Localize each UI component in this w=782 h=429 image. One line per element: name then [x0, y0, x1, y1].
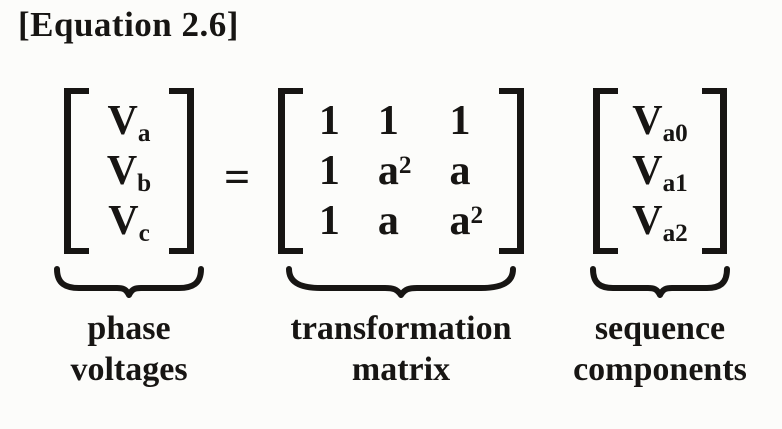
- sequence-components-label: sequence components: [573, 308, 747, 390]
- left-bracket-icon: [63, 88, 89, 254]
- entry-base: 1: [377, 98, 399, 144]
- entry-base: a: [449, 148, 471, 194]
- phase-voltages-label: phase voltages: [70, 308, 187, 390]
- entry-subscript: c: [138, 220, 150, 248]
- label-line: sequence: [594, 310, 726, 347]
- phase-vector-matrix: Va Vb Vc: [63, 88, 195, 254]
- matrix-entry: Va0: [632, 96, 688, 148]
- entry-base: a: [449, 198, 471, 244]
- sequence-components-term: Va0 Va1 Va2 sequence components: [543, 88, 777, 390]
- right-bracket-icon: [169, 88, 195, 254]
- entry-subscript: a0: [662, 120, 688, 148]
- label-line: transformation: [290, 310, 512, 347]
- entry-superscript: 2: [470, 202, 484, 230]
- underbrace-icon: [590, 266, 730, 298]
- entry-base: 1: [449, 98, 471, 144]
- matrix-entry: a2: [450, 196, 484, 246]
- matrix-entry: Va2: [632, 196, 688, 248]
- entry-subscript: a2: [662, 220, 688, 248]
- matrix-entry: Va1: [632, 146, 688, 198]
- label-line: matrix: [351, 351, 451, 388]
- label-line: phase: [87, 310, 171, 347]
- transformation-matrix: 1 1 1 1 a2 a 1 a a2: [277, 88, 525, 254]
- entry-base: V: [107, 98, 138, 144]
- underbrace-icon: [286, 266, 516, 298]
- label-line: voltages: [70, 351, 188, 388]
- matrix-entry: 1: [319, 96, 340, 146]
- entry-base: V: [632, 98, 663, 144]
- entry-base: V: [106, 148, 138, 194]
- entry-subscript: b: [137, 170, 152, 198]
- transformation-matrix-term: 1 1 1 1 a2 a 1 a a2 transformation matri…: [266, 88, 536, 390]
- entry-base: 1: [318, 198, 340, 244]
- matrix-entry: a2: [378, 146, 412, 196]
- entry-base: 1: [318, 98, 340, 144]
- equation-title: [Equation 2.6]: [18, 5, 239, 44]
- left-bracket-icon: [593, 88, 619, 254]
- sequence-vector-matrix: Va0 Va1 Va2: [593, 88, 727, 254]
- entry-base: a: [377, 148, 399, 194]
- entry-base: V: [108, 198, 139, 244]
- entry-base: a: [377, 198, 399, 244]
- sequence-vector-entries: Va0 Va1 Va2: [618, 88, 702, 254]
- underbrace-icon: [54, 266, 204, 298]
- matrix-entry: 1: [319, 146, 340, 196]
- matrix-entry: a: [450, 146, 471, 196]
- right-bracket-icon: [701, 88, 727, 254]
- matrix-entry: Vc: [107, 196, 151, 248]
- phase-voltages-term: Va Vb Vc phase voltages: [40, 88, 218, 390]
- left-bracket-icon: [277, 88, 303, 254]
- matrix-entry: Vb: [106, 146, 152, 198]
- matrix-entry: 1: [378, 96, 399, 146]
- entry-subscript: a: [137, 120, 151, 148]
- entry-base: 1: [318, 148, 340, 194]
- matrix-entry: 1: [450, 96, 471, 146]
- entry-base: V: [632, 198, 663, 244]
- right-bracket-icon: [499, 88, 525, 254]
- transformation-matrix-label: transformation matrix: [291, 308, 512, 390]
- equals-sign: =: [224, 151, 251, 202]
- entry-base: V: [632, 148, 663, 194]
- matrix-entry: 1: [319, 196, 340, 246]
- matrix-entry: Va: [107, 96, 151, 148]
- transformation-matrix-entries: 1 1 1 1 a2 a 1 a a2: [303, 88, 499, 254]
- label-line: components: [573, 351, 747, 388]
- entry-superscript: 2: [398, 152, 412, 180]
- entry-subscript: a1: [662, 170, 688, 198]
- matrix-entry: a: [378, 196, 399, 246]
- phase-vector-entries: Va Vb Vc: [89, 88, 169, 254]
